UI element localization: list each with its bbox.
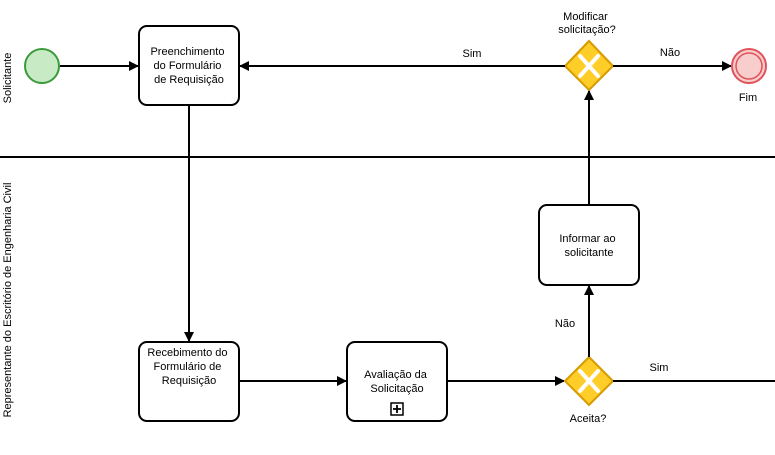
start-event[interactable] bbox=[24, 48, 60, 84]
gateway-modificar[interactable] bbox=[563, 39, 615, 92]
task-preenchimento[interactable]: Preenchimento do Formulário de Requisiçã… bbox=[138, 25, 240, 106]
gateway-aceita[interactable] bbox=[563, 355, 615, 407]
task-recebimento-label: Recebimento do Formulário de Requisição bbox=[147, 347, 230, 387]
flow-aceita-sim-label: Sim bbox=[650, 362, 669, 374]
flow-modificar-nao-label: Não bbox=[660, 47, 680, 59]
x-icon bbox=[578, 54, 600, 78]
task-informar[interactable]: Informar ao solicitante bbox=[538, 204, 640, 286]
subprocess-avaliacao[interactable]: Avaliação da Solicitação bbox=[346, 341, 448, 422]
gateway-modificar-label: Modificar solicitação? bbox=[558, 11, 615, 36]
lane-label-solicitante: Solicitante bbox=[2, 53, 14, 104]
task-recebimento[interactable]: Recebimento do Formulário de Requisição bbox=[138, 341, 240, 422]
task-preenchimento-label: Preenchimento do Formulário de Requisiçã… bbox=[150, 46, 227, 86]
end-event-label: Fim bbox=[739, 92, 757, 104]
gateway-aceita-label: Aceita? bbox=[570, 413, 607, 425]
flow-modificar-sim-label: Sim bbox=[463, 48, 482, 60]
flow-aceita-nao-label: Não bbox=[555, 318, 575, 330]
task-informar-label: Informar ao solicitante bbox=[559, 233, 618, 259]
plus-square-icon[interactable] bbox=[390, 402, 404, 416]
x-icon bbox=[578, 369, 600, 393]
subprocess-avaliacao-label: Avaliação da Solicitação bbox=[364, 369, 430, 395]
lane-label-representante: Representante do Escritório de Engenhari… bbox=[2, 183, 14, 418]
end-event[interactable] bbox=[731, 48, 767, 84]
